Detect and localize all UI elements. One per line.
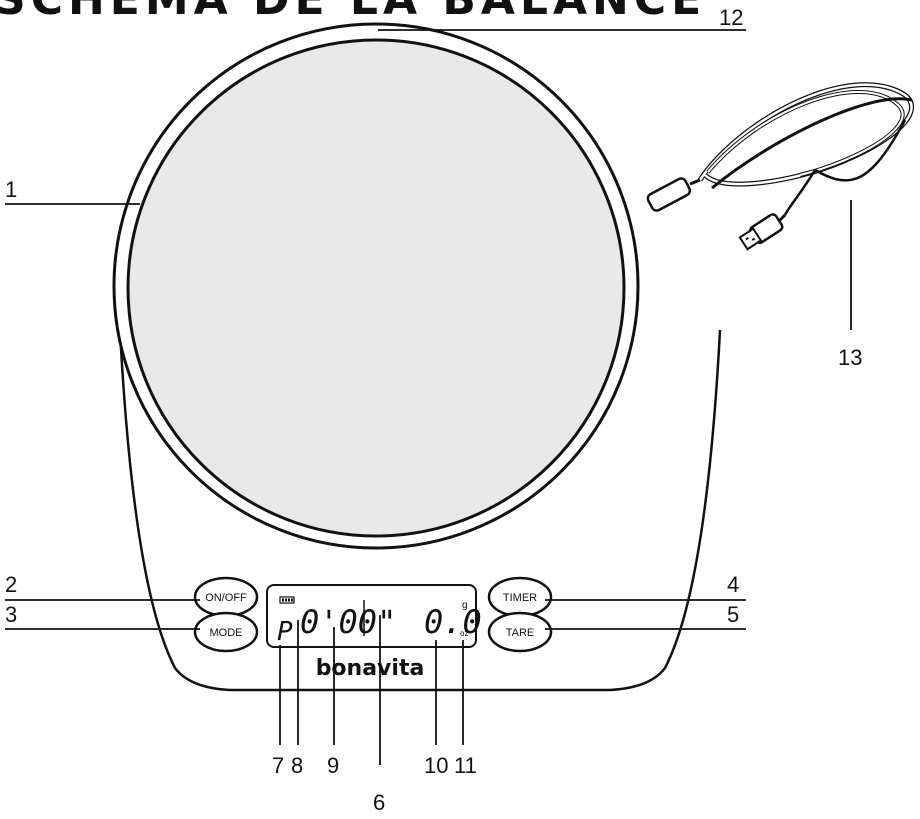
brand-logo: bonavita [316,656,425,681]
callout-2: 2 [5,572,17,597]
on-off-button[interactable]: ON/OFF [193,576,259,618]
callout-10: 10 [424,753,448,778]
callout-7: 7 [272,753,284,778]
battery-icon [279,596,295,604]
tare-button[interactable]: TARE [487,611,553,653]
display-weight-value: 0.0 [424,603,482,641]
lcd-display [266,584,477,648]
display-unit-g: g [462,600,468,611]
leader-lines [5,29,852,765]
callout-12: 12 [719,5,743,30]
callout-8: 8 [291,753,303,778]
display-timer-value: 0'00" [300,603,396,641]
svg-text:MODE: MODE [210,627,243,639]
callout-5: 5 [727,602,739,627]
callout-9: 9 [327,753,339,778]
display-unit-oz: oz [460,629,468,638]
svg-text:ON/OFF: ON/OFF [205,592,247,604]
callout-13: 13 [838,345,862,370]
callout-11: 11 [454,753,477,778]
callout-3: 3 [5,602,17,627]
callout-6: 6 [373,790,385,815]
display-mode-letter: P [277,617,293,647]
diagram-title: SCHÉMA DE LA BALANCE [0,0,706,25]
callout-4: 4 [727,572,739,597]
svg-text:TIMER: TIMER [503,592,537,604]
weighing-platform [126,38,626,538]
svg-text:TARE: TARE [506,627,535,639]
timer-button[interactable]: TIMER [487,576,553,618]
usb-cable [646,82,914,251]
callout-1: 1 [5,177,17,202]
mode-button[interactable]: MODE [193,611,259,653]
